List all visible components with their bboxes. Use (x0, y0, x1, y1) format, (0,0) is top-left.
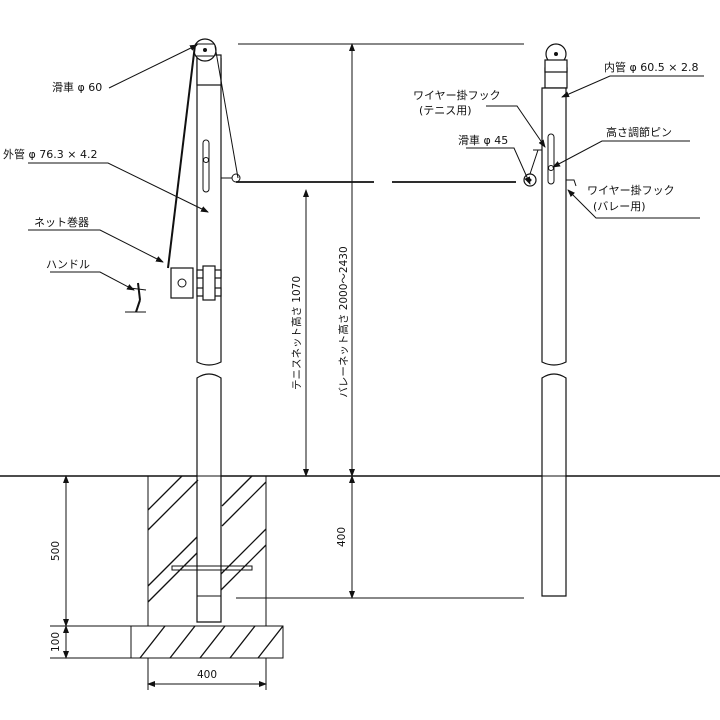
net-wire-left (167, 44, 196, 269)
label-height-pin: 高さ調節ピン (606, 125, 672, 139)
label-pulley-45: 滑車 φ 45 (458, 133, 508, 147)
wire-hook-left (231, 173, 241, 183)
foundation-depth-label: 500 (50, 541, 62, 561)
pulley-60 (193, 38, 217, 62)
label-outer-pipe: 外管 φ 76.3 × 4.2 (3, 147, 97, 161)
dim-embed: 400 (236, 475, 524, 599)
label-wire-hook-tennis-1: ワイヤー掛フック (413, 88, 501, 102)
dim-foundation-width: 400 (147, 658, 267, 690)
label-wire-hook-volley-1: ワイヤー掛フック (587, 183, 675, 197)
embed-depth-label: 400 (336, 527, 348, 547)
foundation-width-label: 400 (197, 669, 217, 681)
dim-tennis: テニスネット高さ 1070 (290, 189, 309, 477)
dim-foundation-depth: 500 (50, 475, 148, 627)
left-post (196, 54, 241, 623)
pulley-45-top (544, 43, 568, 73)
dim-volley: バレーネット高さ 2000〜2430 (238, 43, 524, 477)
right-post (533, 67, 577, 597)
pulley-45 (523, 149, 542, 187)
label-pulley-60: 滑車 φ 60 (52, 80, 102, 94)
label-handle: ハンドル (46, 258, 90, 271)
volley-net-height-label: バレーネット高さ 2000〜2430 (337, 246, 350, 397)
net-wire-right (214, 45, 239, 179)
tennis-net-height-label: テニスネット高さ 1070 (290, 276, 303, 390)
base-thickness-label: 100 (50, 632, 62, 652)
net-winder (170, 265, 222, 301)
foundation (130, 475, 284, 659)
label-wire-hook-volley-2: (バレー用) (593, 200, 646, 213)
label-wire-hook-tennis-2: (テニス用) (419, 104, 472, 117)
label-inner-pipe: 内管 φ 60.5 × 2.8 (604, 60, 698, 74)
dim-base-thickness: 100 (50, 625, 131, 659)
label-net-winder: ネット巻器 (34, 216, 89, 229)
